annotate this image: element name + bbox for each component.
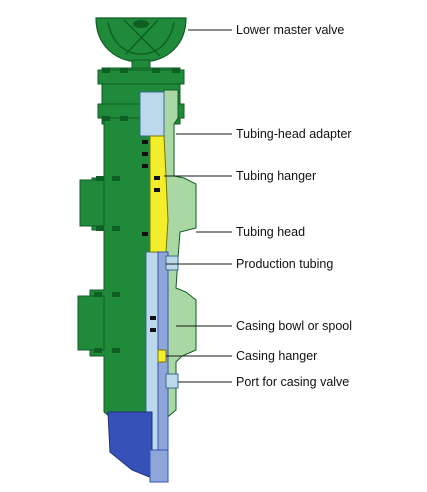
label-tubing-hanger: Tubing hanger [236,169,316,183]
tubing-hanger [149,135,169,253]
handwheel-icon [95,17,187,71]
leader-lines [164,29,232,383]
label-casing-hanger: Casing hanger [236,349,317,363]
label-casing-bowl-or-spool: Casing bowl or spool [236,319,352,333]
casing-valve-port [165,373,179,389]
label-production-tubing: Production tubing [236,257,333,271]
label-tubing-head-adapter: Tubing-head adapter [236,127,352,141]
labels: Lower master valve Tubing-head adapter T… [236,23,352,389]
label-port-for-casing-valve: Port for casing valve [236,375,349,389]
bolt-icon [94,68,180,353]
casing-hanger [157,349,167,363]
wellhead-body [77,89,197,422]
seal-rings [142,140,156,332]
label-lower-master-valve: Lower master valve [236,23,344,37]
production-tubing [139,91,165,453]
label-tubing-head: Tubing head [236,225,305,239]
tubing-head-port [165,255,179,271]
